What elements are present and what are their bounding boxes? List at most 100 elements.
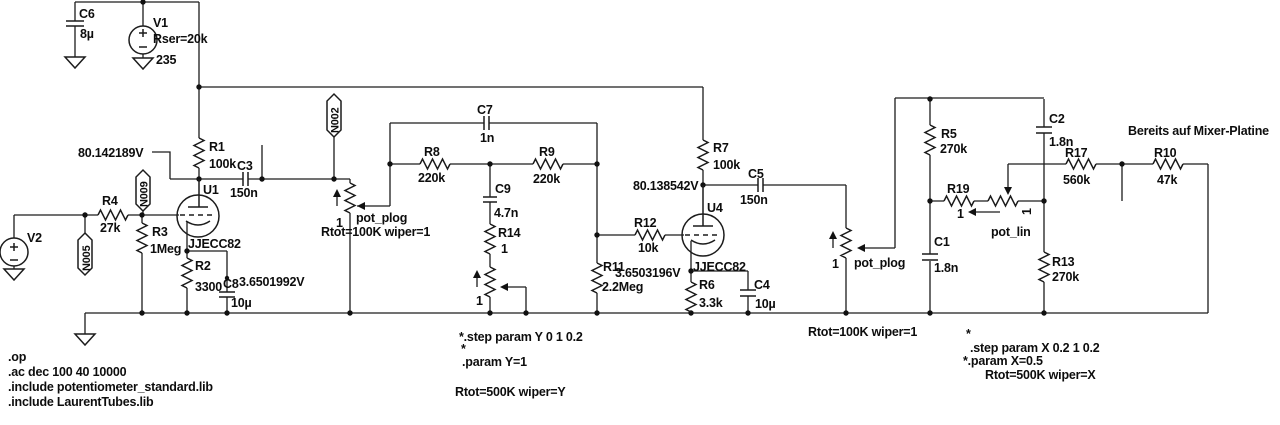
capacitor-C7[interactable]: C7 1n (477, 103, 494, 145)
capacitor-C6[interactable]: C6 8µ (66, 7, 95, 41)
r19-name: R19 (947, 182, 970, 196)
r11-value: 2.2Meg (602, 280, 643, 294)
potentiometer-icon (484, 266, 496, 298)
c5-value: 150n (740, 193, 768, 207)
pot3-param: Rtot=100K wiper=1 (808, 325, 917, 339)
resistor-icon (634, 229, 666, 241)
voltage-source-icon[interactable] (0, 237, 29, 267)
r1-name: R1 (209, 140, 225, 154)
directive-param-y: .param Y=1 (462, 355, 527, 369)
r9-name: R9 (539, 145, 555, 159)
resistor-R2[interactable]: R2 3300 (181, 257, 222, 294)
resistor-R3[interactable]: R3 1Meg (136, 222, 181, 256)
resistor-R8[interactable]: R8 220k (418, 145, 451, 185)
resistor-R10[interactable]: R10 47k (1152, 146, 1184, 187)
voltage-source-icon[interactable] (128, 25, 158, 55)
resistor-R4[interactable]: R4 27k (97, 194, 129, 235)
resistor-R5[interactable]: R5 270k (924, 124, 967, 156)
tube-U1[interactable]: U1 JJECC82 (176, 179, 241, 251)
net-flag-N005[interactable]: N005 (77, 231, 93, 277)
pot1-param: Rtot=100K wiper=1 (321, 225, 430, 239)
capacitor-C2[interactable]: C2 1.8n (1036, 112, 1073, 149)
capacitor-C9[interactable]: C9 4.7n (483, 182, 518, 220)
resistor-R13[interactable]: R13 270k (1038, 251, 1079, 284)
resistor-R14[interactable]: R14 1 (484, 223, 521, 256)
r1-value: 100k (209, 157, 236, 171)
net-flag-N002[interactable]: N002 (326, 92, 342, 139)
potentiometer-pot3[interactable]: 1 pot_plog Rtot=100K wiper=1 (808, 227, 918, 339)
directive-param-x: *.param X=0.5 (963, 354, 1043, 368)
resistor-R12[interactable]: R12 10k (634, 216, 666, 255)
u1-model: JJECC82 (188, 237, 241, 251)
resistor-R11[interactable]: R11 2.2Meg (591, 260, 643, 294)
capacitor-C8[interactable]: C8 10µ (219, 277, 252, 310)
cathode-icon (185, 220, 211, 226)
v1-name: V1 (153, 16, 168, 30)
net-flag-N009[interactable]: N009 (135, 168, 151, 213)
directive-ac: .ac dec 100 40 10000 (8, 365, 127, 379)
probe-u1-cathode: 3.6501992V (239, 275, 305, 289)
anode-icon (188, 179, 208, 208)
net-flag-icon (135, 168, 151, 213)
directive-include-tubes: .include LaurentTubes.lib (8, 395, 154, 409)
r4-name: R4 (102, 194, 118, 208)
directive-include-pot: .include potentiometer_standard.lib (8, 380, 213, 394)
voltage-source-V2[interactable]: V2 (0, 231, 42, 267)
v2-name: V2 (27, 231, 42, 245)
net-flag-icon (77, 231, 93, 277)
c3-value: 150n (230, 186, 258, 200)
voltage-source-V1[interactable]: V1 Rser=20k 235 (128, 16, 208, 67)
resistor-icon (943, 195, 975, 207)
pot2-wiper: 1 (476, 294, 483, 308)
resistor-icon (193, 137, 205, 169)
potentiometer-pot2[interactable]: 1 (473, 266, 508, 308)
wiper-arrow-icon (357, 202, 365, 210)
capacitor-C1[interactable]: C1 1.8n (922, 235, 958, 275)
r13-value: 270k (1052, 270, 1079, 284)
c4-name: C4 (754, 278, 770, 292)
resistor-R9[interactable]: R9 220k (532, 145, 564, 186)
capacitor-C5[interactable]: C5 150n (740, 167, 768, 207)
spice-directives-right[interactable]: * .step param X 0.2 1 0.2 *.param X=0.5 … (963, 327, 1100, 382)
capacitor-C3[interactable]: C3 150n (230, 159, 258, 200)
spice-directives-mid[interactable]: *.step param Y 0 1 0.2 * .param Y=1 Rtot… (455, 330, 583, 399)
potlin-wiper: 1 (1020, 208, 1034, 215)
wiper-arrow-icon (500, 283, 508, 291)
capacitor-icon (922, 253, 938, 261)
wiper-arrow-icon (1004, 187, 1012, 195)
r14-value: 1 (501, 242, 508, 256)
capacitor-C4[interactable]: C4 10µ (740, 278, 776, 311)
resistor-R6[interactable]: R6 3.3k (685, 278, 723, 313)
resistor-icon (532, 158, 564, 170)
potentiometer-pot1[interactable]: 1 pot_plog Rtot=100K wiper=1 (321, 182, 431, 239)
capacitor-icon (740, 289, 756, 297)
ground-icon (3, 268, 25, 281)
resistor-R1[interactable]: R1 100k (193, 137, 236, 171)
c7-value: 1n (480, 131, 494, 145)
capacitor-icon (242, 172, 249, 186)
resistor-R7[interactable]: R7 100k (697, 139, 740, 172)
probe-u1-anode: 80.142189V (78, 146, 144, 160)
potentiometer-icon (840, 227, 852, 259)
capacitor-icon (483, 116, 490, 130)
capacitor-icon (219, 291, 235, 298)
directive-star-2: * (966, 327, 971, 341)
resistor-R17[interactable]: R17 560k (1063, 146, 1097, 187)
resistor-icon (181, 257, 193, 289)
tube-U4[interactable]: U4 JJECC82 (681, 185, 746, 274)
r7-name: R7 (713, 141, 729, 155)
spice-directives-left[interactable]: .op .ac dec 100 40 10000 .include potent… (8, 350, 214, 409)
c9-value: 4.7n (494, 206, 518, 220)
capacitor-icon (483, 196, 497, 203)
c3-name: C3 (237, 159, 253, 173)
r7-value: 100k (713, 158, 740, 172)
ground-icon (132, 57, 154, 70)
ground-symbols (3, 56, 154, 346)
triode-envelope-icon[interactable] (176, 194, 220, 238)
probe-u4-cathode: 3.6503196V (615, 266, 681, 280)
potentiometer-pot-lin[interactable]: 1 pot_lin (968, 187, 1034, 239)
c8-value: 10µ (231, 296, 252, 310)
ground-icon (74, 333, 96, 346)
resistor-R19[interactable]: R19 1 (943, 182, 975, 221)
